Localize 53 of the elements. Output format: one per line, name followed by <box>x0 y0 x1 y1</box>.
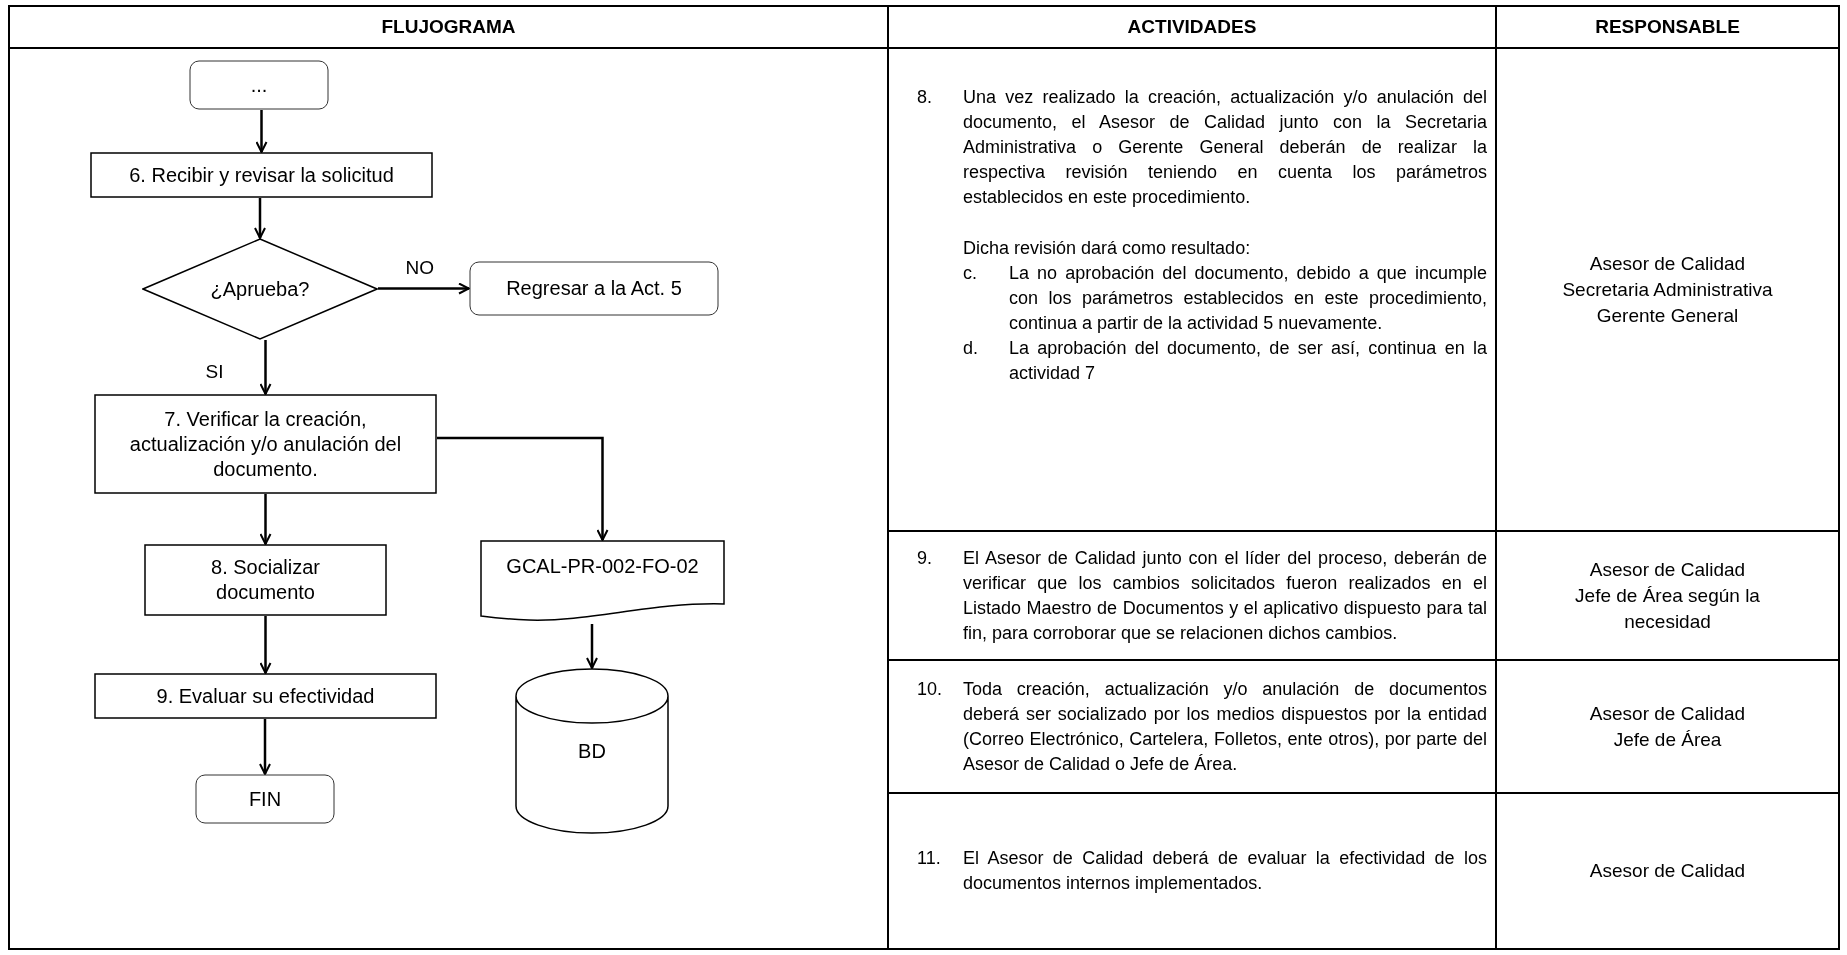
arrow <box>259 719 271 775</box>
node-text: BD <box>578 738 606 764</box>
item-number: 11. <box>917 847 942 870</box>
process-box <box>90 152 433 198</box>
responsible-role: Asesor de Calidad <box>1589 859 1746 883</box>
responsible-role: Jefe de Área <box>1613 727 1722 752</box>
node-text: ... <box>250 72 268 98</box>
arrow <box>259 616 272 674</box>
arrow <box>378 282 470 295</box>
node-text: GCAL-PR-002-FO-02 <box>506 554 699 579</box>
activity-text: La no aprobación del documento, debido a que incumple con los parámetros establecidos en este procedimiento, continua a partir de la actividad 5 nuevamente. <box>1009 262 1487 335</box>
activity-text: Dicha revisión dará como resultado: <box>963 237 1252 260</box>
node-text: 7. Verificar la creación, actualización y/o anulación del documento. <box>128 406 403 482</box>
arrow <box>259 340 272 395</box>
arrow <box>259 494 272 545</box>
responsible-role: Asesor de Calidad <box>1589 557 1746 582</box>
node-text: ¿Aprueba? <box>210 276 310 302</box>
terminal-box <box>469 261 719 316</box>
column-header: RESPONSABLE <box>1595 14 1740 39</box>
item-number: d. <box>963 337 979 360</box>
activity-text: Una vez realizado la creación, actualización y/o anulación del documento, el Asesor de Calidad junto con la Secretaria Administrativa o Gerente General deberán de realizar la respectiva revisión teniendo en cuenta los parámetros establecidos en este procedimiento. <box>963 86 1487 209</box>
activity-text: El Asesor de Calidad junto con el líder del proceso, deberán de verificar que los cambios solicitados fueron realizados en el Listado Maestro de Documentos y el aplicativo dispuesto para tal fin, para corroborar que se relacionen dichos cambios. <box>963 546 1487 645</box>
responsible-role: Jefe de Área según la necesidad <box>1574 583 1761 634</box>
arrow <box>586 624 598 669</box>
item-number: 9. <box>917 546 933 570</box>
activity-text: El Asesor de Calidad deberá de evaluar la efectividad de los documentos internos implementados. <box>963 847 1487 895</box>
document-shape <box>480 540 725 624</box>
arrow <box>437 436 609 541</box>
terminal-box <box>195 774 335 824</box>
column-header: FLUJOGRAMA <box>381 14 516 39</box>
item-number: 8. <box>917 86 933 109</box>
node-text: 6. Recibir y revisar la solicitud <box>129 162 394 188</box>
responsible-role: Asesor de Calidad <box>1589 251 1746 276</box>
column-header: ACTIVIDADES <box>1127 14 1257 39</box>
activity-text: La aprobación del documento, de ser así, continua en la actividad 7 <box>1009 337 1487 385</box>
responsible-role: Secretaria Administrativa <box>1562 277 1773 302</box>
activity-text: Toda creación, actualización y/o anulación de documentos deberá ser socializado por los medios dispuestos por la entidad (Correo Electrónico, Cartelera, Folletos, ente otros), por parte del Asesor de Calidad o Jefe de Área. <box>963 677 1487 776</box>
node-text: 8. Socializar documento <box>210 555 321 605</box>
node-text: 9. Evaluar su efectividad <box>156 683 375 709</box>
process-box <box>94 673 437 719</box>
responsible-role: Asesor de Calidad <box>1589 701 1746 726</box>
item-number: c. <box>963 262 978 285</box>
arrow <box>255 110 268 153</box>
decision-diamond <box>142 238 378 340</box>
responsible-role: Gerente General <box>1596 303 1739 328</box>
process-box <box>144 544 387 616</box>
database-cylinder <box>515 668 669 834</box>
item-number: 10. <box>917 677 944 701</box>
process-box <box>94 394 437 494</box>
node-text: FIN <box>248 786 282 812</box>
arrow <box>254 198 266 239</box>
node-text: Regresar a la Act. 5 <box>506 276 682 301</box>
terminal-box <box>189 60 329 110</box>
